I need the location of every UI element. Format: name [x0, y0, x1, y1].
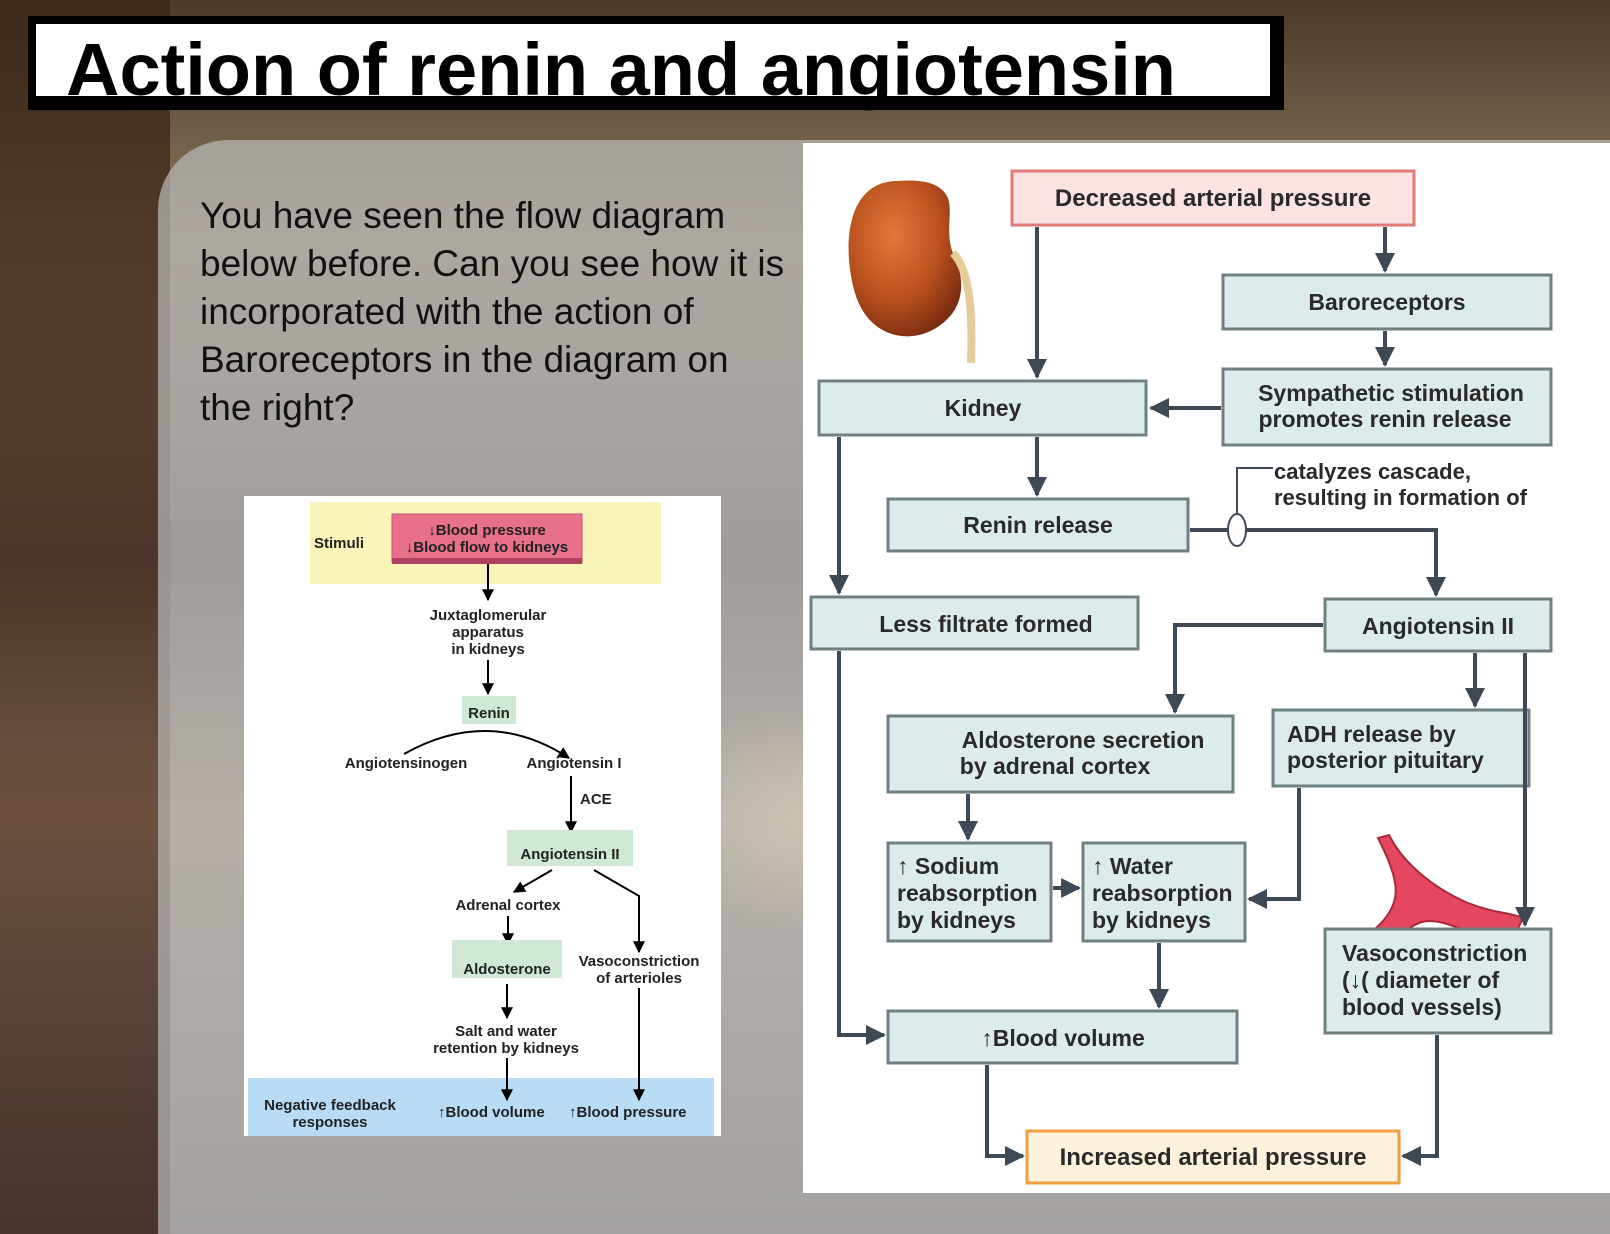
juxta-line-2: apparatus [452, 624, 524, 641]
decreased-pressure-box [1010, 169, 1416, 227]
adh-line-1: ADH release by [1287, 721, 1456, 747]
vasoconstriction-line-3: blood vessels) [1342, 994, 1502, 1020]
arrow-filtrate-bloodvolume [837, 651, 886, 1045]
arrow-angiotensin-aldosterone [1165, 623, 1323, 714]
stimuli-label: Stimuli [314, 535, 364, 552]
stimuli-box-shadow [392, 558, 582, 564]
increased-pressure-label: Increased arterial pressure [1060, 1144, 1367, 1171]
catalyzes-bracket [1236, 467, 1273, 530]
adh-box [1271, 708, 1531, 788]
kidney-box [817, 379, 1148, 437]
question-text: You have seen the flow diagram below bef… [200, 195, 785, 428]
aldosterone-line-2: by adrenal cortex [960, 753, 1151, 779]
angiotensinogen-label: Angiotensinogen [345, 755, 468, 772]
catalyzes-node [1227, 513, 1247, 547]
less-filtrate-label: Less filtrate formed [879, 611, 1092, 637]
kidney-illustration [848, 180, 976, 364]
blood-volume-label: ↑Blood volume [438, 1104, 545, 1121]
sympathetic-line-1: Sympathetic stimulation [1258, 380, 1524, 406]
blood-vessel-illustration [1361, 833, 1525, 953]
sodium-line-2: reabsorption [897, 880, 1038, 906]
sympathetic-line-2: promotes renin release [1258, 406, 1511, 432]
angiotensin-2-box [507, 830, 633, 866]
sodium-line-1: ↑ Sodium [897, 853, 999, 879]
adrenal-cortex-label: Adrenal cortex [455, 897, 561, 914]
increased-pressure-box [1025, 1129, 1401, 1185]
negative-feedback-area [248, 1078, 714, 1136]
neg-line-2: responses [292, 1114, 367, 1131]
angiotensin-1-label: Angiotensin I [527, 755, 622, 772]
sympathetic-box [1221, 367, 1553, 447]
aldosterone-box [452, 940, 562, 978]
arrow-renin-curve [403, 730, 571, 759]
catalyzes-line-2: resulting in formation of [1274, 485, 1528, 510]
arrow-renin-angiotensin [1190, 528, 1446, 597]
renin-release-box [886, 497, 1190, 553]
aldosterone-label: Aldosterone [463, 961, 551, 978]
renin-release-label: Renin release [963, 512, 1113, 538]
small-flow-diagram: Stimuli ↓Blood pressure ↓Blood flow to k… [244, 496, 721, 1136]
baroreceptors-label: Baroreceptors [1308, 289, 1465, 315]
decreased-pressure-label: Decreased arterial pressure [1055, 185, 1371, 212]
vaso-line-2: of arterioles [596, 970, 682, 987]
big-flow-diagram: Decreased arterial pressure Baroreceptor… [803, 143, 1610, 1193]
arrow-vasoconstriction-increased [1401, 1035, 1439, 1166]
background-shadow [0, 0, 170, 1234]
vaso-line-1: Vasoconstriction [579, 953, 700, 970]
big-flow-svg: Decreased arterial pressure Baroreceptor… [809, 169, 1553, 1185]
arrow-bloodvolume-increased [985, 1065, 1025, 1166]
neg-line-1: Negative feedback [264, 1097, 396, 1114]
sodium-box [886, 841, 1053, 943]
catalyzes-line-1: catalyzes cascade, [1274, 459, 1471, 484]
salt-line-1: Salt and water [455, 1023, 557, 1040]
water-line-2: reabsorption [1092, 880, 1233, 906]
less-filtrate-box [809, 595, 1140, 651]
vasoconstriction-line-2: (↓( diameter of [1342, 967, 1500, 993]
blood-volume-label: ↑Blood volume [981, 1025, 1145, 1051]
baroreceptors-box [1221, 273, 1553, 331]
kidney-label: Kidney [945, 395, 1022, 421]
blood-volume-box [886, 1009, 1239, 1065]
blood-pressure-label: ↑Blood pressure [569, 1104, 687, 1121]
aldosterone-line-1: Aldosterone secretion [962, 727, 1205, 753]
renin-label: Renin [468, 705, 510, 722]
aldosterone-box [886, 714, 1235, 794]
juxta-line-3: in kidneys [451, 641, 524, 658]
flow-arrows [829, 227, 1535, 1166]
water-line-1: ↑ Water [1092, 853, 1173, 879]
arrow-ang2-vaso [593, 869, 645, 954]
slide-title: Action of renin and angiotensin [66, 28, 1176, 111]
small-flow-svg: Stimuli ↓Blood pressure ↓Blood flow to k… [248, 502, 714, 1136]
arrow-ang2-adrenal [512, 869, 553, 893]
water-box [1081, 841, 1247, 943]
title-box: Action of renin and angiotensin [28, 16, 1284, 111]
angiotensin-2-label: Angiotensin II [520, 846, 619, 863]
adh-line-2: posterior pituitary [1287, 747, 1484, 773]
angiotensin-2-box [1323, 597, 1553, 653]
stimuli-line-2: ↓Blood flow to kidneys [406, 539, 569, 556]
renin-box [462, 696, 516, 724]
water-line-3: by kidneys [1092, 907, 1211, 933]
juxta-line-1: Juxtaglomerular [430, 607, 547, 624]
vasoconstriction-line-1: Vasoconstriction [1342, 940, 1527, 966]
vasoconstriction-box [1323, 927, 1553, 1035]
stimuli-box [391, 513, 583, 563]
stimuli-line-1: ↓Blood pressure [428, 522, 546, 539]
salt-line-2: retention by kidneys [433, 1040, 579, 1057]
sodium-line-3: by kidneys [897, 907, 1016, 933]
ace-label: ACE [580, 791, 612, 808]
angiotensin-2-label: Angiotensin II [1362, 613, 1514, 639]
arrow-adh-water [1247, 788, 1301, 909]
